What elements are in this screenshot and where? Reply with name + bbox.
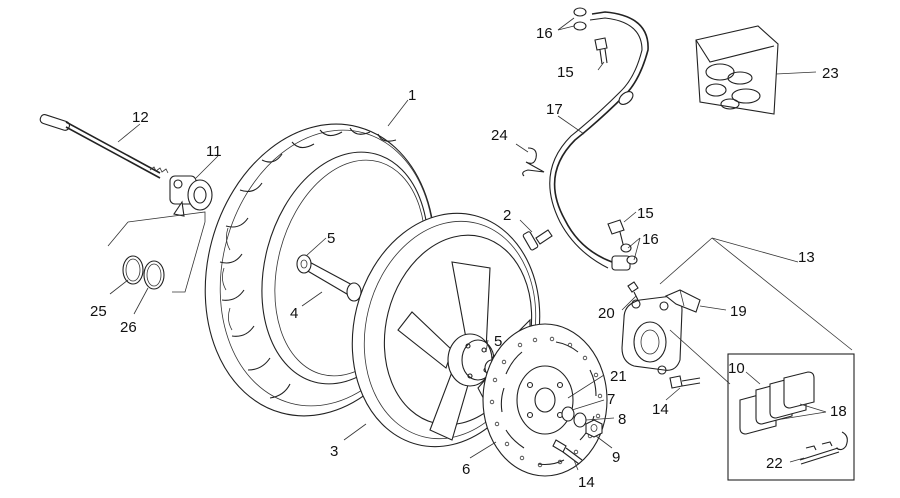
callout-4: 4: [290, 305, 298, 322]
callout-3: 3: [330, 443, 338, 460]
callout-1: 1: [408, 87, 416, 104]
callout-7: 7: [607, 391, 615, 408]
brake-pads-part: [739, 371, 815, 435]
banjo-bolt-top-part: [573, 7, 608, 65]
callout-2: 2: [503, 207, 511, 224]
leader-lines: [109, 17, 827, 471]
callout-16-top: 16: [536, 25, 553, 42]
callout-21: 21: [610, 368, 627, 385]
callout-18: 18: [830, 403, 847, 420]
washer-group-bracket: [107, 211, 206, 293]
disc-bolt-part: [552, 439, 583, 465]
pad-spring-part: [664, 289, 701, 313]
callout-5-rim: 5: [494, 333, 502, 350]
callout-11: 11: [206, 143, 222, 160]
callout-19: 19: [730, 303, 747, 320]
callout-8: 8: [618, 411, 626, 428]
callout-23: 23: [822, 65, 839, 82]
callout-12: 12: [132, 109, 149, 126]
callout-17: 17: [546, 101, 563, 118]
callout-10: 10: [728, 360, 745, 377]
callout-24: 24: [491, 127, 508, 144]
brake-hose-part: [549, 11, 649, 271]
callout-5-tire: 5: [327, 230, 335, 247]
wheel-pin-part: [522, 229, 553, 251]
callout-25: 25: [90, 303, 107, 320]
callout-20: 20: [598, 305, 615, 322]
pad-pins-part: [799, 431, 848, 465]
spring-clip-part: [522, 147, 545, 177]
speedometer-drive-part: [169, 175, 213, 217]
callout-labels: 1 2 3 4 5 5 6 7 8 9 10 11 12 13 14 14 15…: [90, 25, 847, 491]
callout-13: 13: [798, 249, 815, 266]
callout-26: 26: [120, 319, 137, 336]
brake-caliper-part: [621, 295, 683, 375]
callout-14-disc: 14: [578, 474, 595, 491]
seal-rings-part: [122, 255, 165, 290]
brake-pad-kit-box: [727, 353, 855, 481]
callout-14-caliper: 14: [652, 401, 669, 418]
axle-part: [39, 114, 169, 179]
callout-15-top: 15: [557, 64, 574, 81]
callout-6: 6: [462, 461, 470, 478]
callout-15-lower: 15: [637, 205, 654, 222]
spacer-tube-part: [296, 254, 362, 302]
hub-washers-part: [561, 406, 603, 438]
caliper-bolt-part: [669, 375, 701, 389]
callout-9: 9: [612, 449, 620, 466]
bleed-screw-part: [627, 281, 639, 301]
callout-22: 22: [766, 455, 783, 472]
seal-kit-bag-part: [695, 25, 779, 115]
caliper-assembly-leader: [659, 237, 853, 385]
callout-16-lower: 16: [642, 231, 659, 248]
brake-disc-part: [482, 323, 608, 477]
